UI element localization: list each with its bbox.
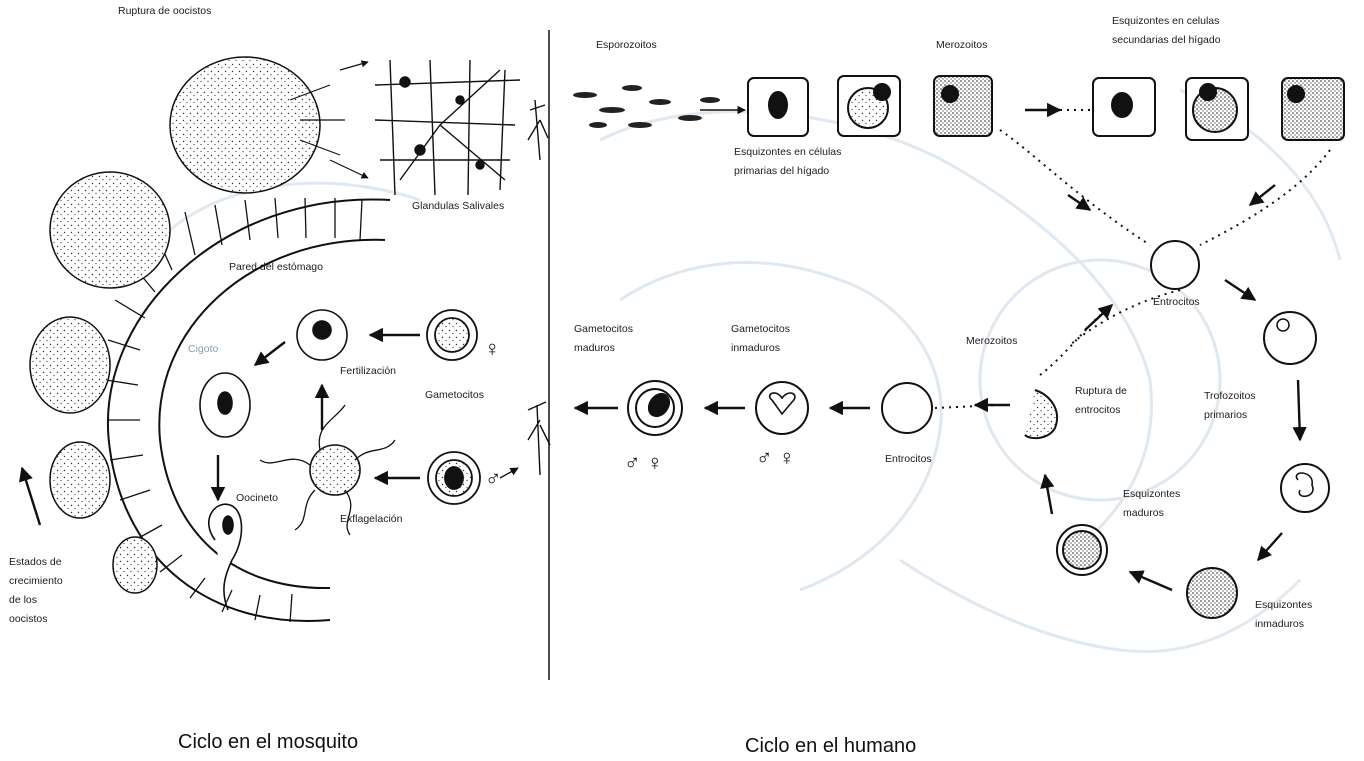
liver-cells bbox=[748, 76, 1344, 140]
label-ruptura-oocistos: Ruptura de oocistos bbox=[118, 2, 211, 21]
label-ruptura-entrocitos: Ruptura de entrocitos bbox=[1075, 382, 1155, 420]
oocyst-left bbox=[30, 317, 110, 413]
oocyst-lower bbox=[50, 442, 110, 518]
label-gametocitos-mosquito: Gametocitos bbox=[425, 386, 484, 405]
salivary-gland-sketch bbox=[375, 60, 520, 195]
immature-gametocyte-symbols: ♂ ♀ bbox=[756, 447, 795, 469]
label-exflagelacion: Exflagelación bbox=[340, 510, 402, 529]
dotted-paths bbox=[935, 110, 1330, 408]
mosquito-figure-mid bbox=[528, 402, 550, 475]
immature-schizont bbox=[1187, 568, 1237, 618]
section-title-mosquito: Ciclo en el mosquito bbox=[178, 731, 358, 754]
mosquito-figure-top bbox=[528, 100, 548, 160]
erythrocyte-mid bbox=[882, 383, 932, 433]
oocysts bbox=[30, 57, 320, 593]
immature-gametocyte bbox=[756, 382, 808, 434]
ruptured-erythrocyte bbox=[1025, 390, 1057, 438]
label-trofozoitos: Trofozoitos primarios bbox=[1204, 387, 1284, 425]
oocyst-small bbox=[113, 537, 157, 593]
mature-gametocyte-symbols: ♂ ♀ bbox=[624, 452, 663, 474]
oocyst-large bbox=[50, 172, 170, 288]
section-title-humano: Ciclo en el humano bbox=[745, 735, 916, 758]
oocyst-top bbox=[170, 57, 320, 193]
zygote-cells bbox=[200, 310, 395, 610]
label-esquizontes-secundarias: Esquizontes en celulas secundarias del h… bbox=[1112, 12, 1247, 50]
liver-cell-merozoite bbox=[934, 76, 992, 136]
label-esquizontes-maduros: Esquizontes maduros bbox=[1123, 485, 1203, 523]
exflagellating-cell bbox=[310, 445, 360, 495]
label-esquizontes-inmaduros: Esquizontes inmaduros bbox=[1255, 596, 1335, 634]
erythrocyte-arrows bbox=[575, 280, 1300, 590]
erythrocyte-cycle bbox=[628, 241, 1329, 618]
label-entrocitos-mid: Entrocitos bbox=[885, 450, 932, 469]
label-merozoitos-top: Merozoitos bbox=[936, 36, 987, 55]
female-symbol-mosquito: ♀ bbox=[484, 338, 501, 360]
label-gametocitos-inmaduros: Gametocitos inmaduros bbox=[731, 320, 806, 358]
male-symbol-mosquito: ♂ bbox=[485, 468, 502, 490]
label-entrocitos-right: Entrocitos bbox=[1153, 293, 1200, 312]
trophozoite-ring bbox=[1264, 312, 1316, 364]
label-glandulas-salivales: Glandulas Salivales bbox=[412, 197, 504, 216]
label-esquizontes-primarias: Esquizontes en células primarias del híg… bbox=[734, 143, 869, 181]
label-fertilizacion: Fertilización bbox=[340, 362, 396, 381]
mosquito-gametocytes bbox=[427, 310, 480, 504]
label-gametocitos-maduros: Gametocitos maduros bbox=[574, 320, 634, 358]
label-oocineto: Oocineto bbox=[236, 489, 278, 508]
label-merozoitos-mid: Merozoitos bbox=[966, 332, 1017, 351]
label-esporozoitos: Esporozoitos bbox=[596, 36, 657, 55]
trophozoite-primary bbox=[1281, 464, 1329, 512]
label-pared-estomago: Pared del estómago bbox=[229, 258, 323, 277]
label-cigoto: Cigoto bbox=[188, 340, 218, 359]
label-estados-crecimiento: Estados de crecimiento de los oocistos bbox=[9, 553, 71, 629]
erythrocyte-top bbox=[1151, 241, 1199, 289]
